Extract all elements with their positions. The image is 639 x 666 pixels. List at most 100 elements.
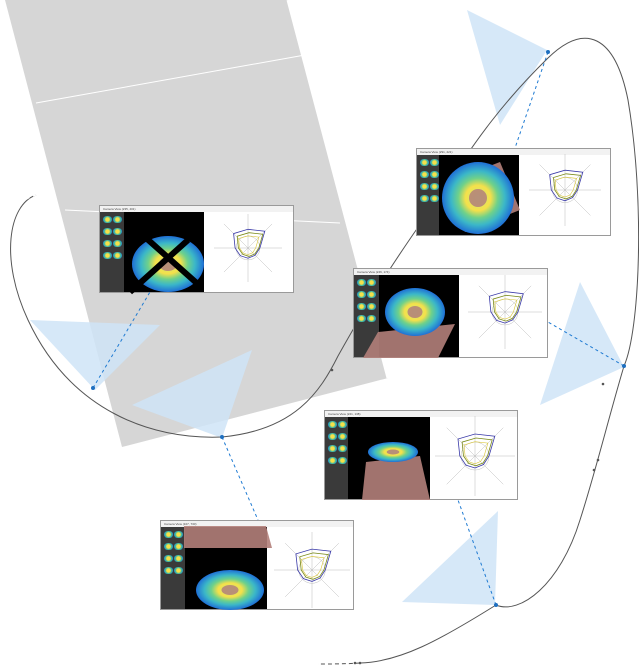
trajectory-tick xyxy=(592,468,596,472)
radar-series-outer xyxy=(488,291,524,324)
radar-series-inner xyxy=(236,232,264,257)
radar-series-outer xyxy=(295,548,332,582)
sidebar-thumbnail xyxy=(164,555,173,562)
viewport-content xyxy=(363,275,542,358)
sidebar-thumbnail xyxy=(328,445,337,452)
viewport-content xyxy=(184,526,350,610)
viewport-content xyxy=(362,416,515,500)
sidebar-thumbnail xyxy=(174,567,183,574)
torus-hole xyxy=(407,306,423,318)
sidebar-thumbnail xyxy=(357,291,366,298)
floor-grid xyxy=(362,456,430,500)
radar-panel xyxy=(204,212,293,292)
sidebar-thumbnail xyxy=(113,252,122,259)
radar-spoke xyxy=(474,427,504,457)
radar-series-core xyxy=(554,176,577,198)
radar-spoke xyxy=(311,569,340,598)
sidebar-thumbnail xyxy=(357,279,366,286)
torus-hole xyxy=(469,189,487,207)
sidebar-thumbnail xyxy=(420,183,429,190)
radar-series-core xyxy=(301,556,325,578)
occluder-bar xyxy=(144,235,202,289)
viewport-content xyxy=(442,154,601,234)
sidebar-thumbnail xyxy=(430,195,439,202)
sidebar-thumbnail xyxy=(328,457,337,464)
sidebar-thumbnail xyxy=(338,457,347,464)
trajectory-gap xyxy=(11,194,37,213)
trajectory-tick xyxy=(330,368,334,372)
radar-panel xyxy=(430,417,517,499)
sidebar-thumbnail xyxy=(113,216,122,223)
sidebar-thumbnail xyxy=(103,252,112,259)
radar-spoke xyxy=(247,223,273,249)
radar-series-inner xyxy=(299,552,329,580)
trajectory-tick xyxy=(596,458,600,462)
thumbnail-sidebar xyxy=(417,155,439,235)
radar-panel xyxy=(459,275,547,357)
radar-spoke xyxy=(247,247,273,273)
sidebar-thumbnail xyxy=(430,171,439,178)
sidebar-thumbnail xyxy=(103,216,112,223)
sidebar-thumbnail xyxy=(420,171,429,178)
sidebar-thumbnail xyxy=(103,228,112,235)
trajectory-tick xyxy=(358,661,362,665)
sidebar-thumbnail xyxy=(367,315,376,322)
viewport-content xyxy=(127,214,282,295)
sidebar-thumbnail xyxy=(367,291,376,298)
radar-panel xyxy=(519,155,610,235)
thumbnail-sidebar xyxy=(100,212,124,292)
radar-spoke xyxy=(478,311,506,339)
sidebar-thumbnail xyxy=(357,315,366,322)
sidebar-thumbnail xyxy=(430,183,439,190)
radar-spoke xyxy=(474,455,504,485)
sidebar-thumbnail xyxy=(338,445,347,452)
radar-spoke xyxy=(539,164,566,191)
radar-spoke xyxy=(223,223,249,249)
radar-spoke xyxy=(446,455,476,485)
floor-grid xyxy=(363,324,455,358)
radar-series-inner xyxy=(461,437,493,467)
torus-hole xyxy=(386,449,400,455)
radar-spoke xyxy=(539,189,566,216)
radar-series-outer xyxy=(457,433,496,469)
sidebar-thumbnail xyxy=(164,567,173,574)
radar-series-inner xyxy=(553,173,582,200)
radar-spoke xyxy=(504,311,532,339)
view-cone xyxy=(467,10,547,125)
torus-hole xyxy=(221,585,239,595)
radar-spoke xyxy=(284,569,313,598)
trajectory-tick xyxy=(601,382,605,386)
floor-grid xyxy=(184,526,272,548)
radar-spoke xyxy=(504,285,532,313)
sidebar-thumbnail xyxy=(113,240,122,247)
sidebar-thumbnail xyxy=(174,555,183,562)
view-cone xyxy=(132,350,252,438)
radar-spoke xyxy=(311,542,340,571)
sidebar-thumbnail xyxy=(328,433,337,440)
radar-series-core xyxy=(494,298,518,320)
sidebar-thumbnail xyxy=(420,159,429,166)
sidebar-thumbnail xyxy=(174,531,183,538)
sidebar-thumbnail xyxy=(357,303,366,310)
sidebar-thumbnail xyxy=(164,531,173,538)
radar-series-outer xyxy=(233,228,266,259)
radar-spoke xyxy=(223,247,249,273)
sidebar-thumbnail xyxy=(164,543,173,550)
radar-series-core xyxy=(463,441,489,465)
radar-series-core xyxy=(238,235,260,255)
sidebar-thumbnail xyxy=(367,303,376,310)
sidebar-thumbnail xyxy=(420,195,429,202)
radar-series-inner xyxy=(492,294,522,322)
ground-plane-gridline xyxy=(35,54,306,104)
occluder-bar xyxy=(127,237,191,295)
radar-series-outer xyxy=(549,169,584,202)
sidebar-thumbnail xyxy=(430,159,439,166)
radar-spoke xyxy=(478,285,506,313)
sidebar-thumbnail xyxy=(338,433,347,440)
radar-spoke xyxy=(564,189,591,216)
sidebar-thumbnail xyxy=(367,279,376,286)
sidebar-thumbnail xyxy=(113,228,122,235)
thumbnail-sidebar xyxy=(325,417,348,499)
